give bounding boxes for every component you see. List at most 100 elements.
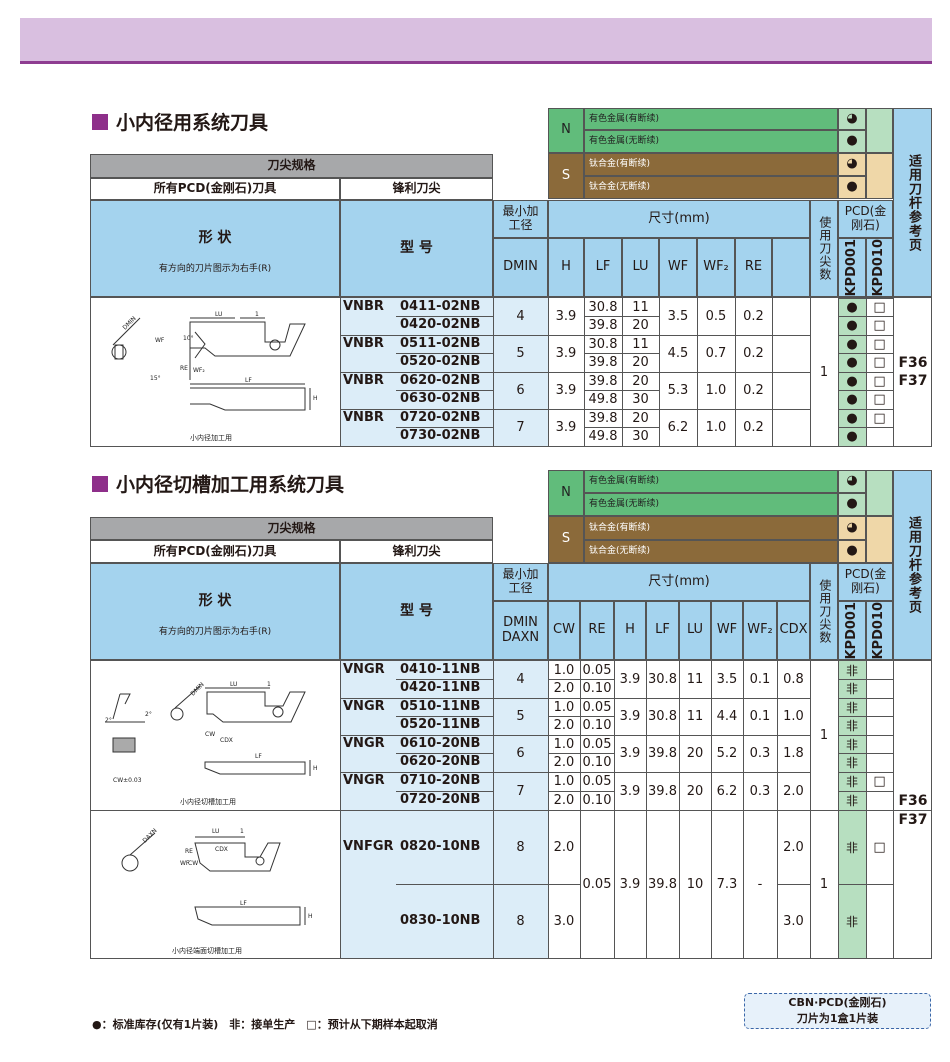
spec-header: 刀尖规格 (90, 154, 493, 178)
svg-text:DMIN: DMIN (189, 681, 205, 697)
cbn-note-box: CBN·PCD(金刚石) 刀片为1盒1片装 (744, 993, 931, 1029)
h-cell: 3.9 (619, 672, 641, 687)
material-group-n: N (548, 470, 584, 516)
lu-cell: 20 (686, 783, 704, 799)
header-bar (20, 18, 932, 64)
stock-mark: ● (846, 429, 858, 444)
material-row: 钛合金(有断续) (584, 153, 838, 176)
svg-text:H: H (313, 765, 318, 772)
lf-cell: 39.8 (648, 746, 677, 761)
col-header: CW (548, 601, 580, 660)
col-header: LF (584, 238, 622, 297)
material-group-s: S (548, 153, 584, 199)
h-cell: 3.9 (619, 746, 641, 761)
svg-text:小内径加工用: 小内径加工用 (190, 433, 232, 442)
tips-cell: 1 (819, 364, 829, 380)
grade-mark: ◕ (838, 153, 866, 176)
model-number: 0710-20NB (400, 773, 481, 788)
material-row: 有色金属(有断续) (584, 470, 838, 493)
daxn-cell: 8 (516, 839, 525, 855)
cw-cell: 2.0 (553, 755, 575, 770)
dims-header: 尺寸(mm) (548, 200, 810, 238)
lu-cell: 30 (632, 429, 649, 444)
re-cell: 0.05 (582, 774, 612, 789)
model-number: 0730-02NB (400, 428, 481, 443)
order-mark: 非 (845, 700, 858, 715)
col-header: DMIN DAXN (493, 601, 548, 660)
svg-text:2°: 2° (145, 711, 152, 718)
discontinue-mark: □ (873, 839, 886, 855)
cw-cell: 1.0 (553, 662, 575, 678)
discontinue-mark: □ (873, 336, 886, 352)
material-row: 有色金属(无断续) (584, 493, 838, 516)
svg-text:LU: LU (230, 681, 237, 688)
wf-cell: 5.3 (667, 383, 689, 398)
svg-text:LF: LF (245, 377, 252, 384)
series-label: VNBR (343, 336, 384, 351)
sharp-tip-header: 锋利刀尖 (340, 178, 493, 200)
dmin-cell: 7 (516, 783, 525, 799)
model-number: 0411-02NB (400, 299, 481, 314)
col-header: DMIN (493, 238, 548, 297)
model-number: 0520-11NB (400, 717, 481, 732)
model-number: 0620-20NB (400, 754, 481, 769)
svg-text:小内径切槽加工用: 小内径切槽加工用 (180, 797, 236, 806)
section2-body (90, 660, 932, 959)
cw-cell: 2.0 (553, 793, 575, 808)
wf-cell: 6.2 (667, 420, 689, 435)
cdx-cell: 2.0 (783, 839, 804, 855)
section2-table: N S 有色金属(有断续) 有色金属(无断续) 钛合金(有断续) 钛合金(无断续… (90, 470, 932, 959)
pcd-tools-header: 所有PCD(金刚石)刀具 (90, 540, 340, 563)
tips-header: 使用刀尖数 (810, 563, 838, 660)
h-cell: 3.9 (619, 876, 641, 892)
grade2-header: KPD010 (866, 238, 893, 297)
lu-cell: 20 (686, 746, 704, 761)
lf-cell: 49.8 (588, 392, 618, 407)
svg-text:H: H (313, 395, 318, 402)
model-number: 0820-10NB (400, 839, 481, 854)
series-label: VNFGR (343, 839, 394, 854)
stock-mark: ● (846, 355, 858, 370)
h-cell: 3.9 (555, 420, 577, 435)
svg-text:1: 1 (240, 828, 244, 835)
discontinue-mark: □ (873, 410, 886, 426)
svg-text:RE: RE (185, 848, 193, 855)
model-number: 0510-11NB (400, 699, 481, 714)
pcd-header: PCD(金刚石) (838, 200, 893, 238)
stock-mark: ● (846, 318, 858, 333)
lf-cell: 39.8 (588, 318, 618, 333)
lf-cell: 49.8 (588, 429, 618, 444)
svg-text:LU: LU (215, 311, 222, 318)
re-cell: 0.10 (582, 681, 612, 696)
re-cell: 0.2 (743, 309, 764, 324)
h-cell: 3.9 (555, 346, 577, 361)
svg-text:LF: LF (240, 900, 247, 907)
col-header: H (548, 238, 584, 297)
svg-text:CDX: CDX (215, 846, 228, 853)
stock-mark: ● (846, 373, 858, 389)
lf-cell: 39.8 (588, 373, 618, 389)
wf2-cell: 0.7 (705, 346, 727, 361)
order-mark: 非 (845, 840, 858, 855)
model-number: 0830-10NB (400, 913, 481, 928)
re-cell: 0.2 (743, 420, 764, 435)
dmin-cell: 5 (516, 709, 525, 724)
lf-cell: 39.8 (588, 355, 618, 370)
series-label: VNBR (343, 299, 384, 314)
lf-cell: 39.8 (648, 783, 677, 799)
wf-cell: 5.2 (716, 746, 738, 761)
discontinue-mark: □ (873, 392, 886, 407)
cbn-note-line: 刀片为1盒1片装 (796, 1012, 879, 1025)
cbn-note-line: CBN·PCD(金刚石) (788, 996, 887, 1009)
material-group-s: S (548, 516, 584, 563)
cdx-cell: 0.8 (783, 672, 804, 687)
re-cell: 0.10 (582, 793, 612, 808)
type-header: 型 号 (340, 200, 493, 297)
grade-mark: ● (838, 130, 866, 153)
svg-text:2°: 2° (105, 717, 112, 724)
col-header: LU (679, 601, 711, 660)
stock-mark: ● (846, 392, 858, 407)
section1-table: N S 有色金属(有断续) 有色金属(无断续) 钛合金(有断续) 钛合金(无断续… (0, 0, 950, 460)
dmin-cell: 4 (516, 672, 525, 687)
wf-cell: 4.4 (716, 709, 738, 724)
